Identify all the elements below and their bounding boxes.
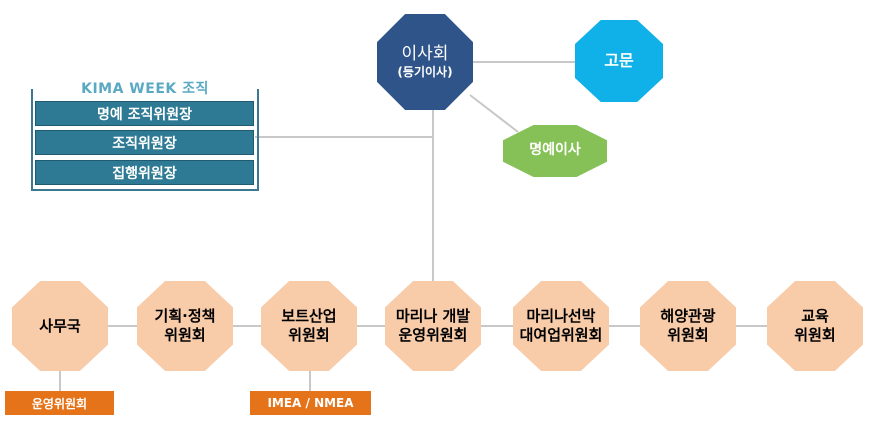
committee-marine-tourism: 해양관광 위원회	[640, 281, 736, 371]
kima-week-box	[31, 89, 259, 191]
imea-nmea-tag: IMEA / NMEA	[250, 391, 371, 415]
committee-line: 위원회	[667, 326, 709, 344]
committee-marina-development: 마리나 개발 운영위원회	[385, 281, 481, 371]
kima-week-title: KIMA WEEK 조직	[31, 78, 259, 98]
committee-line: 위원회	[164, 326, 206, 344]
committee-line: 위원회	[288, 326, 330, 344]
honorary-label: 명예이사	[529, 142, 581, 159]
committee-line: 해양관광	[660, 307, 716, 326]
committee-planning-policy: 기획·정책 위원회	[137, 281, 233, 371]
committee-line: 대여업위원회	[519, 326, 603, 344]
board-name: 이사회	[401, 43, 449, 64]
kima-week-title-text: KIMA WEEK 조직	[75, 81, 215, 97]
advisor-label: 고문	[604, 51, 634, 70]
committee-line: 기획·정책	[154, 307, 216, 326]
committee-line: 보트산업	[281, 307, 337, 326]
board-of-directors-node: 이사회 (등기이사)	[377, 14, 473, 110]
committee-line: 교육	[801, 307, 829, 326]
committee-line: 위원회	[794, 326, 836, 344]
committee-education: 교육 위원회	[767, 281, 863, 371]
committee-boat-industry: 보트산업 위원회	[261, 281, 357, 371]
board-honorary-line	[469, 94, 519, 133]
kima-row-honorary-chair: 명예 조직위원장	[35, 101, 254, 126]
committee-line: 마리나선박	[526, 307, 596, 326]
kima-row-executive-chair: 집행위원장	[35, 160, 254, 185]
committee-marina-rental: 마리나선박 대여업위원회	[513, 281, 609, 371]
committee-secretariat: 사무국	[12, 281, 108, 371]
committee-line: 마리나 개발	[395, 307, 471, 326]
board-subtitle: (등기이사)	[397, 65, 453, 80]
committee-line: 운영위원회	[398, 326, 468, 344]
committee-line: 사무국	[39, 316, 81, 335]
kima-row-chair: 조직위원장	[35, 130, 254, 155]
operations-committee-tag: 운영위원회	[5, 391, 114, 415]
honorary-director-node: 명예이사	[503, 125, 607, 177]
advisor-node: 고문	[575, 20, 663, 102]
